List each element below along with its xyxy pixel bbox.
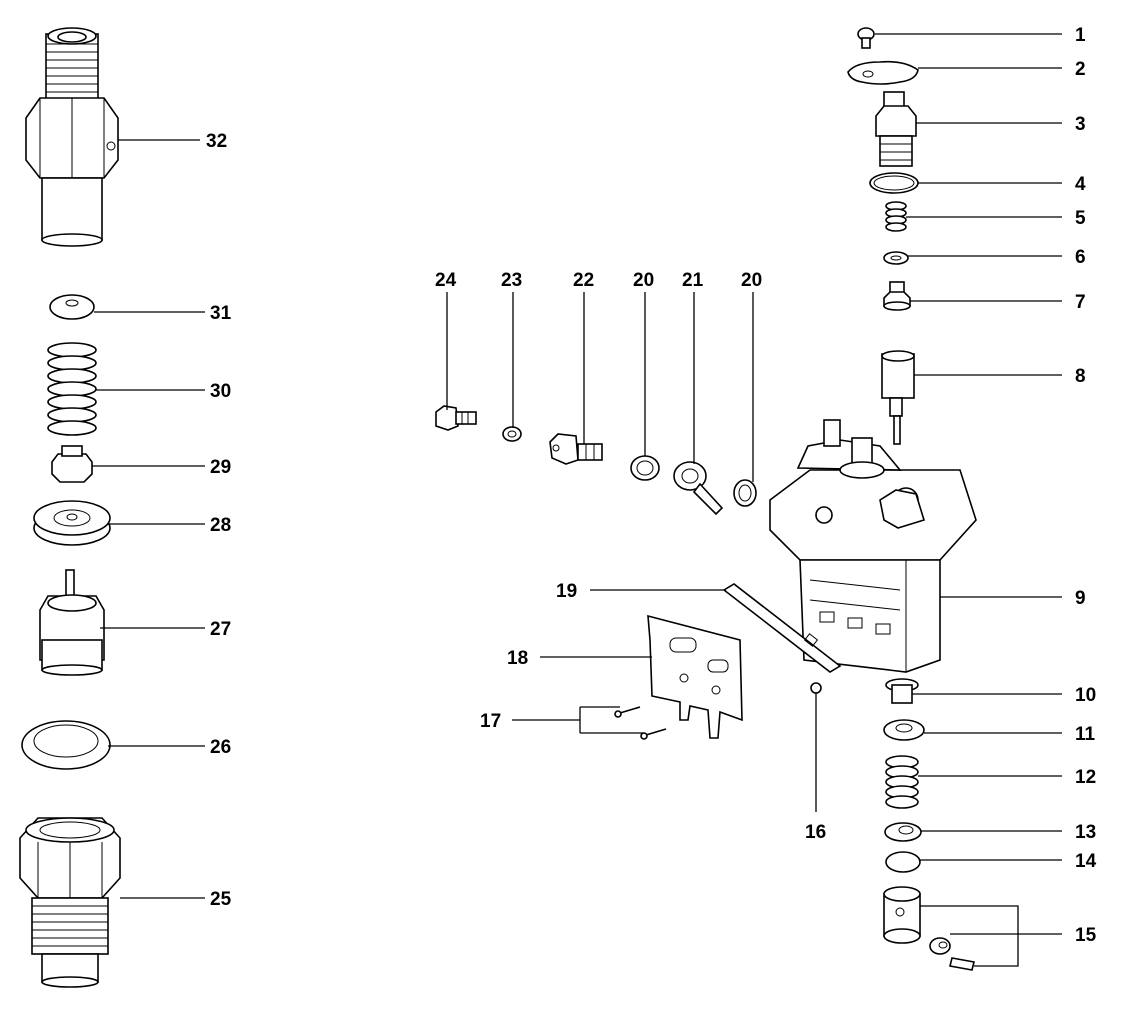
part-26-gasket	[21, 720, 111, 770]
callout-1: 1	[1075, 25, 1086, 46]
callout-25: 25	[210, 889, 232, 910]
callout-6: 6	[1075, 247, 1086, 268]
callout-31: 31	[210, 303, 232, 324]
callout-8: 8	[1075, 366, 1086, 387]
part-1-screw	[857, 27, 875, 49]
part-23-washer	[502, 426, 522, 442]
part-12-spring	[885, 755, 919, 809]
part-16-pin	[810, 682, 822, 694]
callout-26: 26	[210, 737, 231, 758]
part-13-seat	[884, 822, 922, 842]
part-10-sleeve	[885, 678, 919, 704]
part-17-screws	[614, 706, 667, 740]
part-32-holder	[25, 27, 119, 247]
callout-11: 11	[1075, 724, 1096, 745]
part-24-bolt	[435, 405, 477, 431]
part-15-tappet	[883, 886, 975, 971]
callout-14: 14	[1075, 851, 1097, 872]
callout-20-right: 20	[741, 270, 762, 291]
part-14-disc	[885, 851, 921, 873]
callout-9: 9	[1075, 588, 1086, 609]
callout-12: 12	[1075, 767, 1096, 788]
part-11-washer	[883, 719, 925, 741]
callout-13: 13	[1075, 822, 1096, 843]
part-2-plate	[847, 60, 919, 85]
part-25-nut	[19, 817, 121, 988]
part-3-holder	[875, 91, 917, 167]
callout-5: 5	[1075, 208, 1086, 229]
callout-7: 7	[1075, 292, 1086, 313]
callout-16: 16	[805, 822, 826, 843]
part-30-spring	[47, 342, 97, 436]
part-27-element	[39, 569, 105, 676]
callout-27: 27	[210, 619, 231, 640]
leader-lines	[92, 33, 1062, 967]
part-28-cap	[33, 500, 111, 546]
callout-21: 21	[682, 270, 704, 291]
part-19-rack	[722, 583, 842, 673]
callout-15: 15	[1075, 925, 1097, 946]
part-22-banjo-bolt	[549, 433, 603, 465]
part-21-banjo	[673, 461, 724, 516]
callout-20-left: 20	[633, 270, 654, 291]
callout-3: 3	[1075, 114, 1086, 135]
callout-32: 32	[206, 131, 227, 152]
part-29-valve	[51, 445, 93, 483]
callout-24: 24	[435, 270, 457, 291]
callout-23: 23	[501, 270, 522, 291]
callout-17: 17	[480, 711, 501, 732]
callout-2: 2	[1075, 59, 1086, 80]
part-31-washer	[49, 294, 95, 320]
callout-29: 29	[210, 457, 231, 478]
part-20-washer-a	[630, 455, 660, 481]
callout-28: 28	[210, 515, 231, 536]
callout-labels: 1 2 3 4 5 6 7 8 9 10 11 12 13 14 15 16 1…	[206, 25, 1097, 946]
part-9-pump-housing	[769, 419, 977, 673]
callout-30: 30	[210, 381, 231, 402]
part-20-washer-b	[733, 479, 757, 507]
part-7-valve	[883, 281, 911, 311]
part-18-plate	[647, 614, 743, 739]
callout-10: 10	[1075, 685, 1096, 706]
part-5-spring	[885, 201, 907, 232]
callout-22: 22	[573, 270, 594, 291]
part-4-o-ring	[869, 172, 919, 194]
callout-18: 18	[507, 648, 528, 669]
part-8-plunger	[881, 350, 915, 445]
callout-4: 4	[1075, 174, 1086, 195]
callout-19: 19	[556, 581, 577, 602]
part-6-washer	[883, 251, 909, 265]
